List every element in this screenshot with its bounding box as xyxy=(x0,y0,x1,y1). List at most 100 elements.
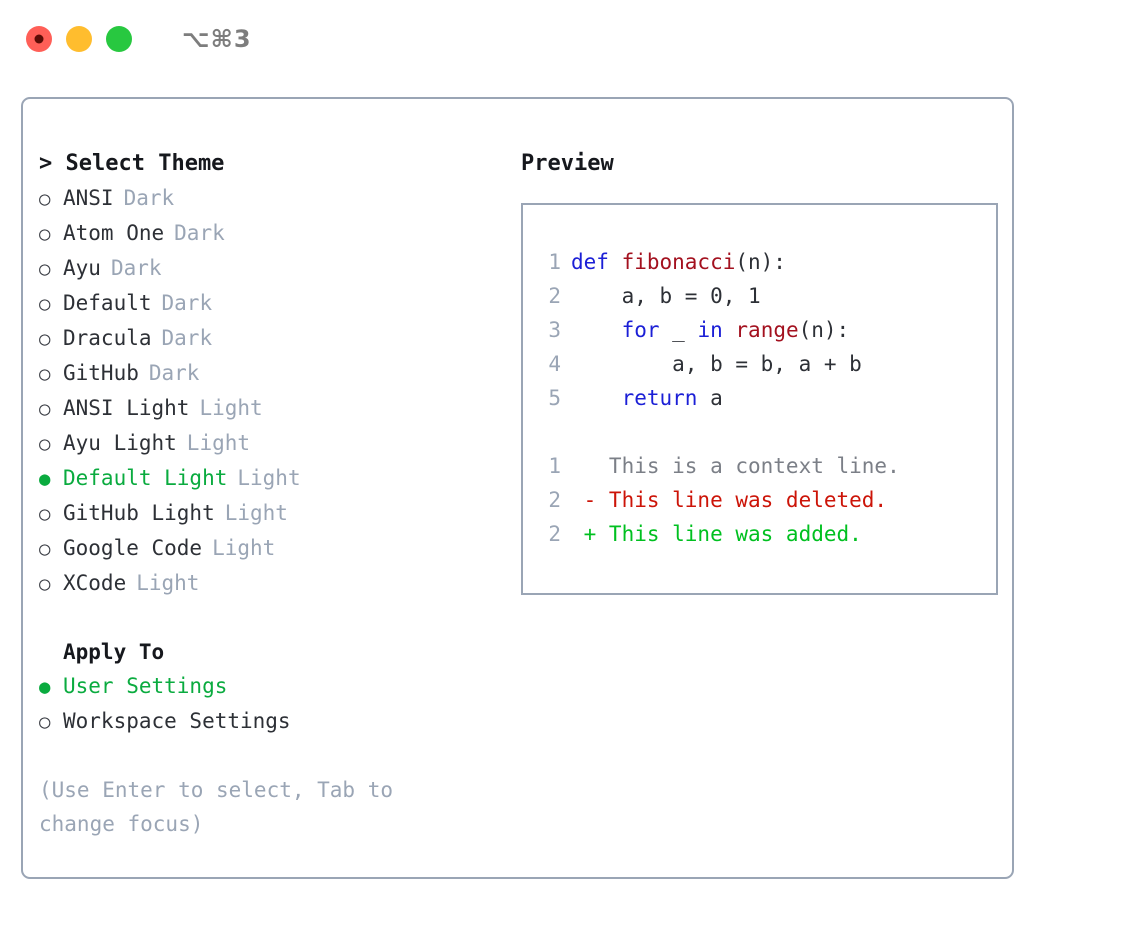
window-titlebar: ⌥⌘3 xyxy=(0,0,1140,78)
diff-sample: 1 This is a context line.2 - This line w… xyxy=(523,449,996,551)
code-token-pl: a, b = b, a + b xyxy=(571,352,862,376)
theme-name: Atom One xyxy=(63,221,165,245)
code-token-pl xyxy=(723,318,736,342)
select-theme-heading: > Select Theme xyxy=(39,151,225,176)
theme-name: ANSI Light xyxy=(63,396,190,420)
line-number: 2 xyxy=(548,284,561,308)
radio-selected-icon: ● xyxy=(39,676,51,698)
diff-line: 1 This is a context line. xyxy=(523,449,996,483)
theme-variant-badge: Light xyxy=(199,396,263,420)
radio-unselected-icon: ○ xyxy=(39,328,51,350)
minimize-window-button[interactable] xyxy=(66,26,92,52)
line-number: 2 xyxy=(548,488,561,512)
preview-spacer xyxy=(523,415,996,449)
radio-unselected-icon: ○ xyxy=(39,573,51,595)
code-line: 4 a, b = b, a + b xyxy=(523,347,996,381)
theme-variant-badge: Dark xyxy=(161,326,213,350)
code-text: a, b = b, a + b xyxy=(571,347,862,381)
maximize-window-button[interactable] xyxy=(106,26,132,52)
theme-variant-badge: Dark xyxy=(123,186,175,210)
keyboard-hint-text: (Use Enter to select, Tab to change focu… xyxy=(39,778,406,836)
radio-unselected-icon: ○ xyxy=(39,223,51,245)
code-line: 2 a, b = 0, 1 xyxy=(523,279,996,313)
code-text: def fibonacci(n): xyxy=(571,245,786,279)
theme-variant-badge: Light xyxy=(224,501,288,525)
theme-list-item[interactable]: ○ ANSI Dark xyxy=(39,181,509,216)
apply-to-option-label: Workspace Settings xyxy=(63,709,291,733)
diff-text-add: + This line was added. xyxy=(571,522,862,546)
diff-text-del: - This line was deleted. xyxy=(571,488,888,512)
code-token-pl: a, b = 0, 1 xyxy=(571,284,761,308)
theme-name: XCode xyxy=(63,571,127,595)
diff-line: 2 + This line was added. xyxy=(523,517,996,551)
theme-list-item[interactable]: ● Default Light Light xyxy=(39,461,509,496)
code-token-pl: _ xyxy=(659,318,698,342)
apply-to-section: Apply To ● User Settings ○ Workspace Settin… xyxy=(39,635,509,739)
code-text: a, b = 0, 1 xyxy=(571,279,761,313)
apply-to-list[interactable]: ● User Settings ○ Workspace Settings xyxy=(39,669,509,739)
apply-to-option-label: User Settings xyxy=(63,674,228,698)
code-token-kw: in xyxy=(697,318,723,342)
line-number: 3 xyxy=(548,318,561,342)
theme-name: Ayu xyxy=(63,256,101,280)
theme-list-item[interactable]: ○ Dracula Dark xyxy=(39,321,509,356)
line-number: 2 xyxy=(548,522,561,546)
window-controls xyxy=(26,26,132,52)
code-token-pl: (n): xyxy=(735,250,786,274)
apply-to-heading: Apply To xyxy=(63,640,165,664)
radio-unselected-icon: ○ xyxy=(39,433,51,455)
line-number: 5 xyxy=(548,386,561,410)
diff-line: 2 - This line was deleted. xyxy=(523,483,996,517)
radio-unselected-icon: ○ xyxy=(39,258,51,280)
radio-unselected-icon: ○ xyxy=(39,363,51,385)
keyboard-shortcut-label: ⌥⌘3 xyxy=(182,25,252,53)
code-text: return a xyxy=(571,381,723,415)
code-token-kw: for xyxy=(621,318,660,342)
theme-name: Default Light xyxy=(63,466,228,490)
theme-list-item[interactable]: ○ Ayu Dark xyxy=(39,251,509,286)
theme-variant-badge: Dark xyxy=(148,361,200,385)
theme-list-item[interactable]: ○ GitHub Dark xyxy=(39,356,509,391)
radio-unselected-icon: ○ xyxy=(39,538,51,560)
apply-to-option[interactable]: ○ Workspace Settings xyxy=(39,704,509,739)
code-line: 3 for _ in range(n): xyxy=(523,313,996,347)
theme-name: ANSI xyxy=(63,186,114,210)
code-token-pl: (n): xyxy=(798,318,850,342)
radio-selected-icon: ● xyxy=(39,468,51,490)
theme-variant-badge: Dark xyxy=(110,256,162,280)
code-token-fn: range xyxy=(735,318,799,342)
theme-variant-badge: Dark xyxy=(161,291,213,315)
code-token-pl xyxy=(571,386,622,410)
line-number: 1 xyxy=(548,454,561,478)
theme-variant-badge: Light xyxy=(212,536,276,560)
theme-variant-badge: Light xyxy=(186,431,251,455)
theme-name: Ayu Light xyxy=(63,431,177,455)
theme-name: Default xyxy=(63,291,152,315)
theme-variant-badge: Light xyxy=(237,466,301,490)
code-line: 5 return a xyxy=(523,381,996,415)
code-token-pl xyxy=(571,318,622,342)
code-token-fn: fibonacci xyxy=(621,250,736,274)
theme-name: GitHub xyxy=(63,361,139,385)
radio-unselected-icon: ○ xyxy=(39,711,51,733)
theme-name: Dracula xyxy=(63,326,152,350)
theme-variant-badge: Light xyxy=(136,571,200,595)
radio-unselected-icon: ○ xyxy=(39,188,51,210)
theme-list-item[interactable]: ○ Ayu Light Light xyxy=(39,426,509,461)
theme-list-item[interactable]: ○ XCode Light xyxy=(39,566,509,601)
code-token-kw: return xyxy=(621,386,698,410)
apply-to-option[interactable]: ● User Settings xyxy=(39,669,509,704)
close-window-button[interactable] xyxy=(26,26,52,52)
